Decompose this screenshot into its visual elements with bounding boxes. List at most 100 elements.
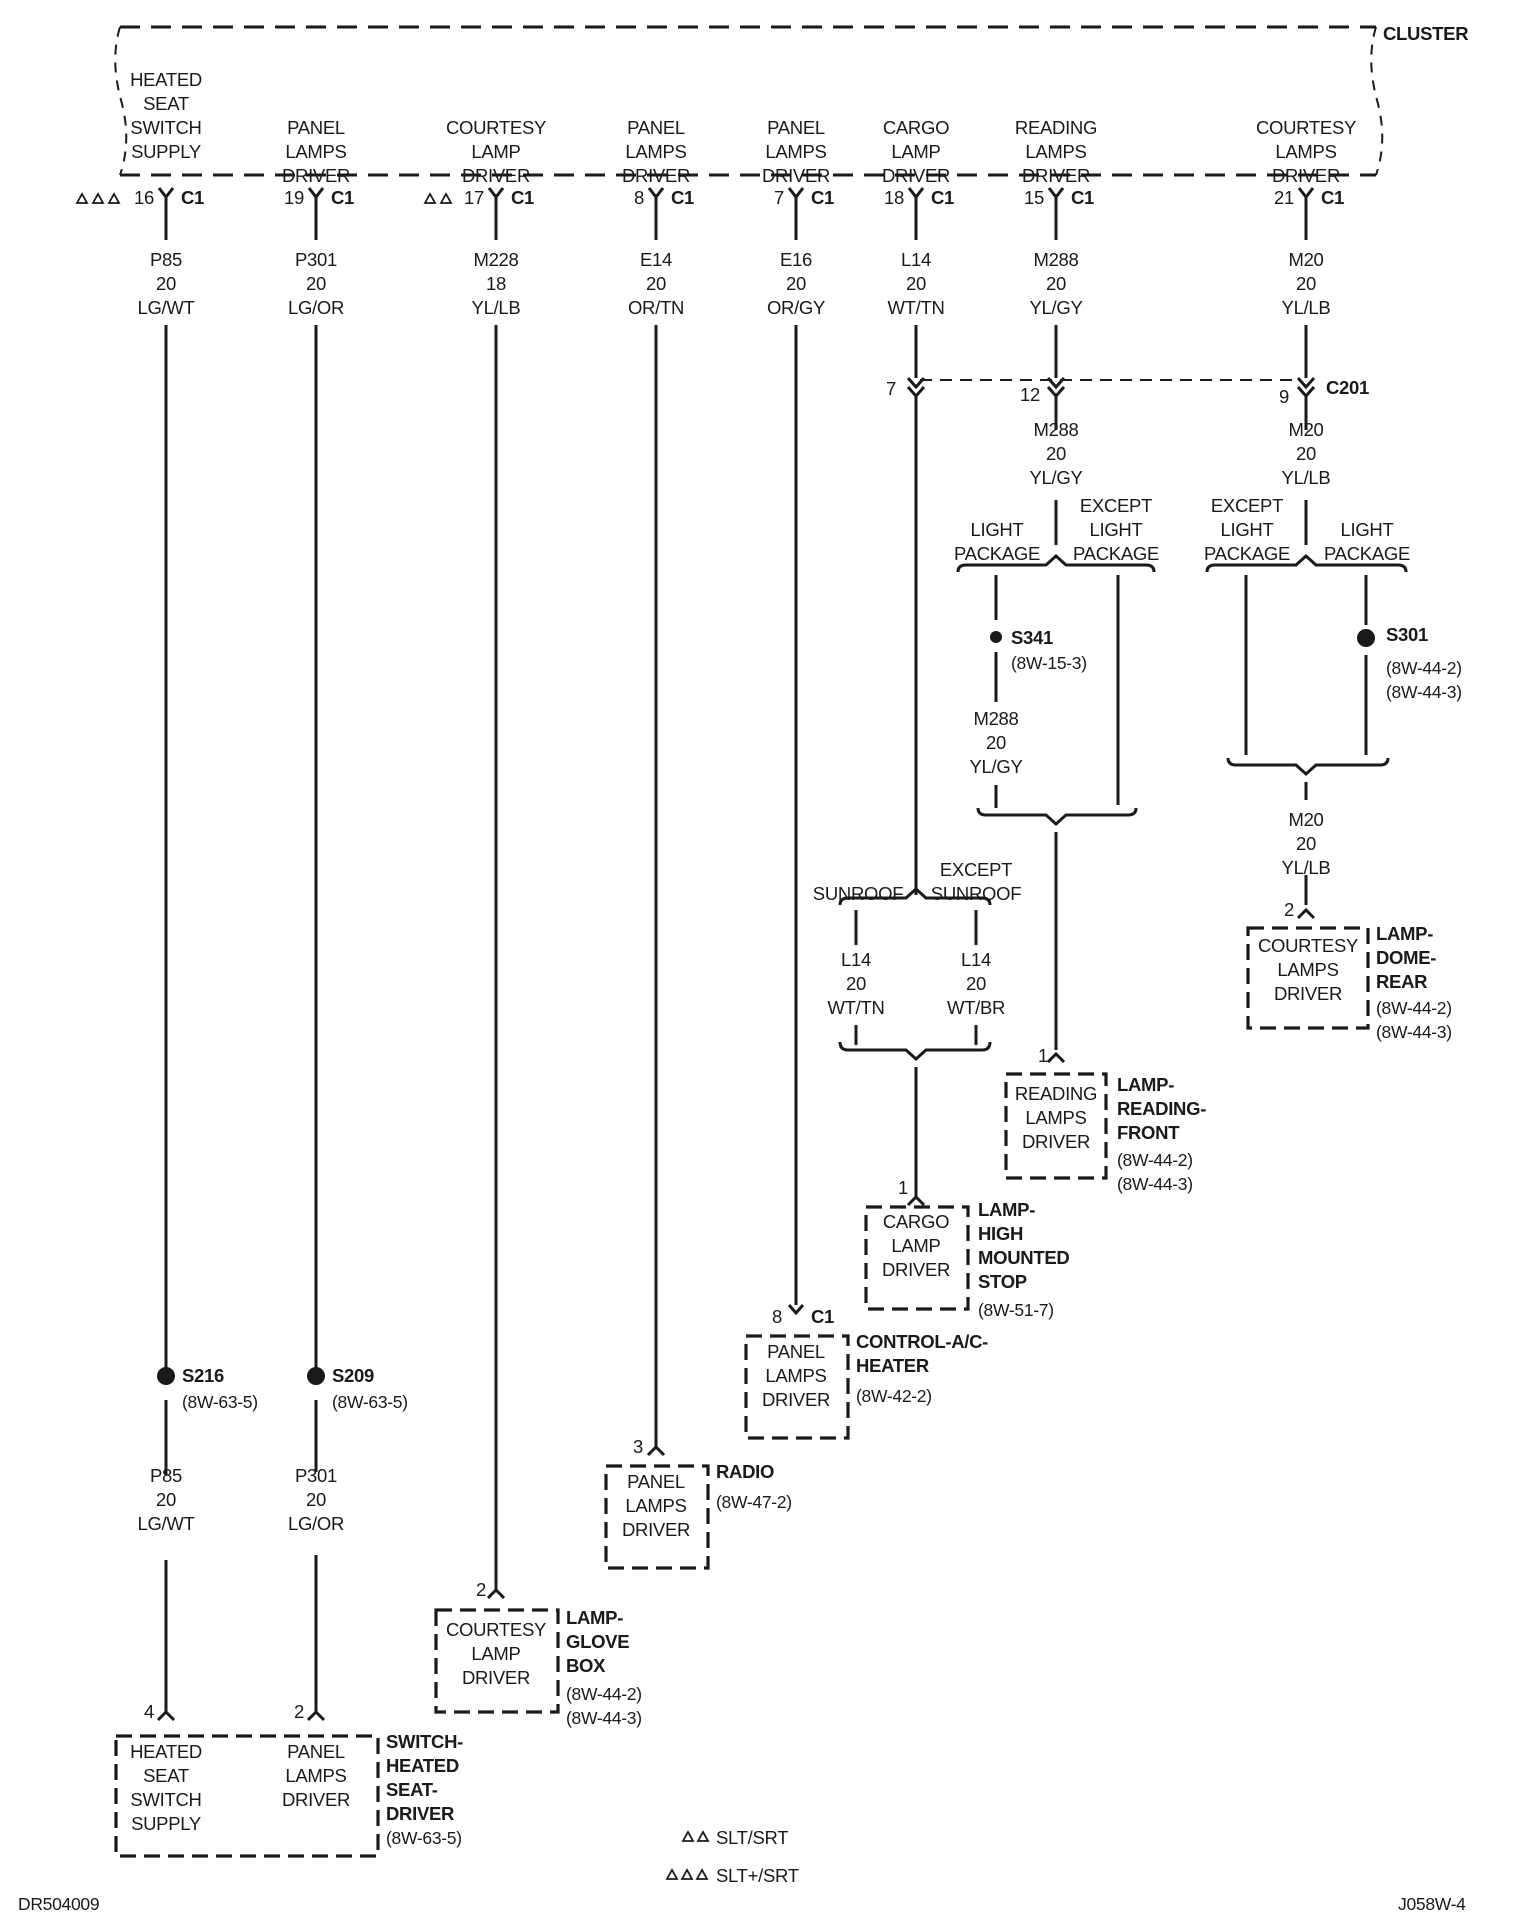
l14-branch-brace — [838, 886, 992, 906]
cluster-pin-7-conn: C1 — [811, 187, 835, 208]
reading-front-pin: 1 — [1038, 1045, 1048, 1066]
radio-refs: (8W-47-2) — [716, 1492, 792, 1512]
cluster-pin-16: 16 — [134, 187, 154, 208]
wire-label-p85-2-code: P85 — [149, 1465, 183, 1486]
cluster-left-border — [114, 26, 128, 176]
cluster-pin-15: 15 — [1024, 187, 1044, 208]
cluster-label-courtesy-lamp-driver: COURTESY LAMP DRIVER — [445, 117, 547, 186]
wire-label-m20-color: YL/LB — [1281, 297, 1331, 318]
cluster-pin-19-symbol — [307, 187, 325, 208]
cluster-pin-16-symbol — [157, 187, 175, 208]
cluster-pin-8: 8 — [634, 187, 644, 208]
wire-label-m20-3-code: M20 — [1288, 809, 1324, 830]
splice-s209-name: S209 — [332, 1365, 375, 1386]
c201-name: C201 — [1326, 377, 1370, 398]
wire-label-m288-gauge: 20 — [1046, 273, 1066, 294]
reading-front-name: LAMP- READING- FRONT — [1117, 1074, 1207, 1143]
legend-triangle-2b — [680, 1868, 694, 1880]
sunroof-label: SUNROOF — [812, 883, 904, 904]
switch-heated-seat-name: SWITCH- HEATED SEAT- DRIVER — [386, 1731, 464, 1824]
control-ac-heater-box-label: PANEL LAMPS DRIVER — [761, 1341, 831, 1410]
wire-label-e14-gauge: 20 — [646, 273, 666, 294]
splice-s209-ref: (8W-63-5) — [332, 1392, 408, 1412]
m288-light-package-label: LIGHT PACKAGE — [954, 519, 1040, 564]
wire-label-m20-gauge: 20 — [1296, 273, 1316, 294]
wire-label-m228-gauge: 18 — [486, 273, 506, 294]
wire-label-m288-2-code: M288 — [1033, 419, 1079, 440]
radio-pin-3-symbol — [646, 1444, 666, 1457]
wire-label-p85-gauge: 20 — [156, 273, 176, 294]
c201-pin-12-symbol — [1046, 377, 1066, 399]
wire-label-m228-code: M228 — [473, 249, 519, 270]
wire-label-m288-2-gauge: 20 — [1046, 443, 1066, 464]
dome-rear-pin: 2 — [1284, 899, 1294, 920]
reading-front-pin-1-symbol — [1046, 1051, 1066, 1064]
except-sunroof-label: EXCEPT SUNROOF — [930, 859, 1022, 904]
cluster-pin-8-symbol — [647, 187, 665, 208]
cluster-label-panel-lamps-driver-1: PANEL LAMPS DRIVER — [281, 117, 351, 186]
wire-label-m288-3-code: M288 — [973, 708, 1019, 729]
wire-label-e14-code: E14 — [639, 249, 673, 270]
glove-box-box-label: COURTESY LAMP DRIVER — [445, 1619, 547, 1688]
l14-merge-brace — [838, 1041, 992, 1062]
cluster-pin-7: 7 — [774, 187, 784, 208]
wire-label-m288-3-gauge: 20 — [986, 732, 1006, 753]
cluster-label-panel-lamps-driver-2: PANEL LAMPS DRIVER — [621, 117, 691, 186]
lamp-glove-box-box — [434, 1608, 560, 1714]
footer-right-code: J058W-4 — [1398, 1894, 1466, 1914]
m20-light-package-label: LIGHT PACKAGE — [1324, 519, 1410, 564]
wire-label-p301-2-code: P301 — [294, 1465, 338, 1486]
c201-pin-9-symbol — [1296, 377, 1316, 399]
wire-label-m288-color: YL/GY — [1029, 297, 1083, 318]
cluster-pin-21-symbol — [1297, 187, 1315, 208]
control-ac-heater-conn: C1 — [811, 1306, 835, 1327]
wire-label-p85-2-gauge: 20 — [156, 1489, 176, 1510]
cluster-pin-16-conn: C1 — [181, 187, 205, 208]
wire-label-l14-2-gauge: 20 — [846, 973, 866, 994]
dome-rear-box-label: COURTESY LAMPS DRIVER — [1257, 935, 1359, 1004]
footer-left-code: DR504009 — [18, 1894, 100, 1914]
wire-label-m20-3-gauge: 20 — [1296, 833, 1316, 854]
cluster-pin-19: 19 — [284, 187, 304, 208]
glove-box-name: LAMP- GLOVE BOX — [566, 1607, 630, 1676]
wire-label-l14-code: L14 — [901, 249, 931, 270]
option-triangle-17b — [439, 192, 453, 204]
cluster-label-panel-lamps-driver-3: PANEL LAMPS DRIVER — [761, 117, 831, 186]
legend-triangle-2a — [665, 1868, 679, 1880]
control-ac-heater-name: CONTROL-A/C- HEATER — [856, 1331, 989, 1376]
cluster-label-cargo-lamp-driver: CARGO LAMP DRIVER — [881, 117, 951, 186]
wire-label-l14-color: WT/TN — [887, 297, 945, 318]
wire-label-e16-code: E16 — [779, 249, 813, 270]
m288-except-light-package-label: EXCEPT LIGHT PACKAGE — [1073, 495, 1159, 564]
glove-box-pin: 2 — [476, 1579, 486, 1600]
switch-pin-4-symbol — [156, 1709, 176, 1722]
switch-box-right-label: PANEL LAMPS DRIVER — [281, 1741, 351, 1810]
wire-label-p85-color: LG/WT — [137, 297, 195, 318]
option-triangle-16c — [107, 192, 121, 204]
wire-label-l14-3-gauge: 20 — [966, 973, 986, 994]
dome-rear-pin-2-symbol — [1296, 907, 1316, 920]
m20-except-light-package-label: EXCEPT LIGHT PACKAGE — [1204, 495, 1290, 564]
cluster-pin-18-conn: C1 — [931, 187, 955, 208]
wire-label-m228-color: YL/LB — [471, 297, 521, 318]
wire-label-e16-color: OR/GY — [766, 297, 826, 318]
cluster-pin-15-symbol — [1047, 187, 1065, 208]
high-mount-stop-pin-1-symbol — [906, 1194, 926, 1207]
legend-triangle-2c — [695, 1868, 709, 1880]
cluster-right-border — [1370, 26, 1384, 176]
control-ac-heater-pin: 8 — [772, 1306, 782, 1327]
wire-label-m288-2-color: YL/GY — [1029, 467, 1083, 488]
c201-pin-9: 9 — [1279, 386, 1289, 407]
wire-label-e16-gauge: 20 — [786, 273, 806, 294]
m20-merge-brace — [1226, 757, 1390, 777]
cluster-pin-17-conn: C1 — [511, 187, 535, 208]
cluster-pin-21-conn: C1 — [1321, 187, 1345, 208]
c201-pin-7-symbol — [906, 377, 926, 399]
option-triangle-17a — [423, 192, 437, 204]
control-ac-heater-box — [744, 1334, 850, 1440]
switch-heated-seat-refs: (8W-63-5) — [386, 1828, 462, 1848]
cluster-pin-17-symbol — [487, 187, 505, 208]
wire-label-p85-2-color: LG/WT — [137, 1513, 195, 1534]
cluster-label-courtesy-lamps-driver: COURTESY LAMPS DRIVER — [1255, 117, 1357, 186]
wire-label-m288-3-color: YL/GY — [969, 756, 1023, 777]
